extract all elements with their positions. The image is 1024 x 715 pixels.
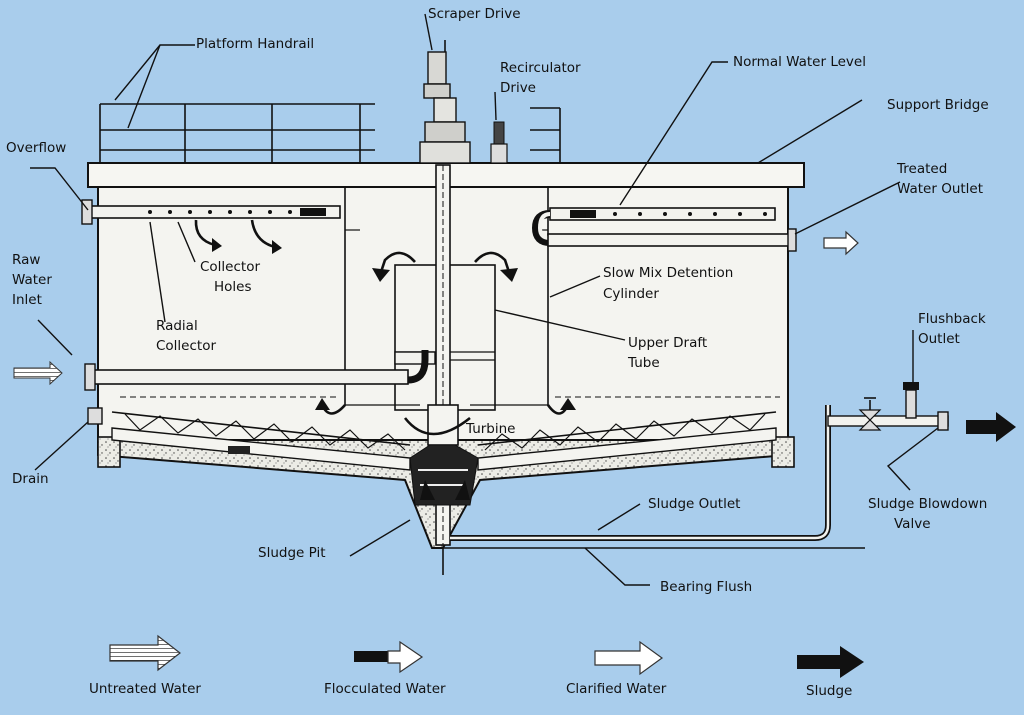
raw-water-inlet-pipe <box>87 369 409 385</box>
label-sludge-blowdown-2: Valve <box>894 516 931 532</box>
label-sludge-pit: Sludge Pit <box>258 545 326 561</box>
flow-arrows <box>13 219 1016 500</box>
platform-handrail <box>99 103 561 163</box>
tank-structure <box>87 162 805 575</box>
label-sludge-outlet: Sludge Outlet <box>648 496 740 512</box>
label-slow-mix-2: Cylinder <box>603 286 659 302</box>
treated-water-outlet-pipe <box>547 233 794 247</box>
label-collector-holes-2: Holes <box>214 279 252 295</box>
blowdown-pipe <box>827 415 949 427</box>
label-bearing-flush: Bearing Flush <box>660 579 752 595</box>
legend-flocculated-water: Flocculated Water <box>324 681 446 697</box>
label-raw-water-inlet-3: Inlet <box>12 292 42 308</box>
label-flushback-1: Flushback <box>918 311 986 327</box>
legend-clarified-water: Clarified Water <box>566 681 667 697</box>
label-treated-water-outlet-1: Treated <box>896 161 947 177</box>
legend-sludge: Sludge <box>806 683 852 699</box>
footing-right <box>771 436 795 468</box>
recirculator-drive-unit <box>490 121 508 164</box>
legend: Untreated Water Flocculated Water Clarif… <box>89 634 864 699</box>
hatched-arrow-icon <box>109 634 181 672</box>
label-raw-water-inlet-1: Raw <box>12 252 40 268</box>
label-normal-water-level: Normal Water Level <box>733 54 866 70</box>
label-support-bridge: Support Bridge <box>887 97 989 113</box>
label-turbine: Turbine <box>465 421 516 437</box>
label-flushback-2: Outlet <box>918 331 960 347</box>
black-arrow-icon <box>797 646 864 678</box>
label-scraper-drive: Scraper Drive <box>428 6 521 22</box>
label-recirculator-drive-1: Recirculator <box>500 60 581 76</box>
label-overflow: Overflow <box>6 140 66 156</box>
label-treated-water-outlet-2: Water Outlet <box>897 181 983 197</box>
label-radial-collector-2: Collector <box>156 338 216 354</box>
scraper-arms <box>111 411 777 471</box>
label-drain: Drain <box>12 471 49 487</box>
label-upper-draft-2: Tube <box>627 355 660 371</box>
label-recirculator-drive-2: Drive <box>500 80 536 96</box>
pipes <box>81 199 949 549</box>
label-raw-water-inlet-2: Water <box>12 272 52 288</box>
white-arrow-icon <box>594 640 664 676</box>
black-white-arrow-icon <box>354 640 424 674</box>
scraper-drive-unit <box>419 40 471 164</box>
labels: Scraper Drive Platform Handrail Recircul… <box>6 6 989 595</box>
label-sludge-blowdown-1: Sludge Blowdown <box>868 496 987 512</box>
label-upper-draft-1: Upper Draft <box>628 335 707 351</box>
label-platform-handrail: Platform Handrail <box>196 36 314 52</box>
label-collector-holes-1: Collector <box>200 259 260 275</box>
label-slow-mix-1: Slow Mix Detention <box>603 265 733 281</box>
label-radial-collector-1: Radial <box>156 318 198 334</box>
legend-untreated-water: Untreated Water <box>89 681 201 697</box>
leader-lines <box>30 13 939 586</box>
footing-left <box>97 436 121 468</box>
turbine-housing <box>427 404 459 446</box>
drain-valve <box>87 407 103 425</box>
